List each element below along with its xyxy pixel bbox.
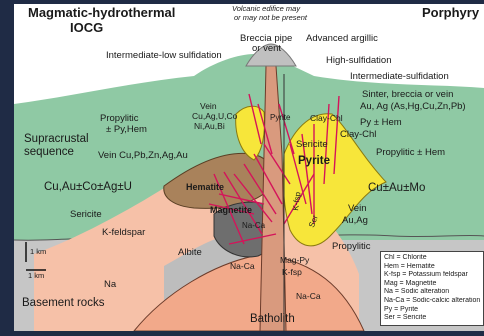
legend-item: Py = Pyrite — [384, 306, 480, 315]
label-pyrite-small: Pyrite — [270, 114, 290, 122]
label-sericite-left: Sericite — [70, 210, 102, 220]
label-propylitic-left-2: ± Py,Hem — [106, 125, 147, 135]
label-albite: Albite — [178, 248, 202, 258]
title-iocg-line2: IOCG — [70, 21, 103, 34]
label-na-ca-upper: Na-Ca — [242, 222, 265, 230]
geology-diagram: Magmatic-hydrothermal IOCG Porphyry Volc… — [14, 4, 484, 331]
label-kfsp-low: K-fsp — [282, 268, 302, 277]
label-pyrite-big: Pyrite — [298, 156, 330, 168]
label-na-low: Na — [104, 280, 116, 290]
label-na-ca-low: Na-Ca — [296, 292, 321, 301]
legend-item: Mag = Magnetite — [384, 280, 480, 289]
scale-label-vertical: 1 km — [30, 248, 46, 256]
label-propylitic-left: Propylitic — [100, 114, 139, 124]
label-propylitic-hem: Propylitic ± Hem — [376, 148, 445, 158]
label-sinter: Sinter, breccia or vein — [362, 90, 453, 100]
label-propylitic-low: Propylitic — [332, 242, 371, 252]
title-iocg-line1: Magmatic-hydrothermal — [28, 6, 175, 19]
label-kfeldspar: K-feldspar — [102, 228, 145, 238]
label-clay-chl-1: Clay-Chl — [310, 114, 343, 123]
label-intermediate-sulfidation: Intermediate-sulfidation — [350, 72, 449, 82]
label-vein-left: Vein — [200, 102, 217, 111]
label-sequence: sequence — [24, 147, 74, 159]
label-py-hem: Py ± Hem — [360, 118, 402, 128]
legend-item: Chl = Chlorite — [384, 254, 480, 263]
legend-item: K-fsp = Potassium feldspar — [384, 271, 480, 280]
label-clay-chl-2: Clay-Chl — [340, 130, 376, 140]
label-advanced-argillic: Advanced argillic — [306, 34, 378, 44]
scale-label-horizontal: 1 km — [28, 272, 44, 280]
label-magnetite: Magnetite — [210, 206, 252, 215]
legend-item: Na-Ca = Sodic-calcic alteration — [384, 297, 480, 306]
legend-item: Na = Sodic alteration — [384, 288, 480, 297]
label-intermediate-low: Intermediate-low sulfidation — [106, 51, 222, 61]
label-basement: Basement rocks — [22, 298, 104, 310]
legend-item: Ser = Sericite — [384, 314, 480, 323]
label-sericite-right: Sericite — [296, 140, 328, 150]
label-vein-left-metals2: Ni,Au,Bi — [194, 122, 225, 131]
label-vein-au-ag-metals: Au,Ag — [342, 216, 368, 226]
title-porphyry: Porphyry — [422, 6, 479, 19]
label-vein-au-ag: Vein — [348, 204, 367, 214]
label-sinter-metals: Au, Ag (As,Hg,Cu,Zn,Pb) — [360, 102, 466, 112]
label-hematite: Hematite — [186, 183, 224, 192]
label-na-ca-mid: Na-Ca — [230, 262, 255, 271]
label-vein-left-metals1: Cu,Ag,U,Co — [192, 112, 237, 121]
volcanic-note-line1: Volcanic edifice may — [232, 5, 300, 13]
legend-item: Hem = Hematite — [384, 263, 480, 272]
abbreviation-legend: Chl = Chlorite Hem = Hematite K-fsp = Po… — [380, 251, 484, 326]
label-breccia-vent: or vent — [252, 44, 281, 54]
label-cu-au-mo: Cu±Au±Mo — [368, 183, 425, 195]
label-batholith: Batholith — [250, 314, 295, 326]
label-vein-cu: Vein Cu,Pb,Zn,Ag,Au — [98, 151, 188, 161]
label-supracrustal: Supracrustal — [24, 134, 89, 146]
label-cu-au-left: Cu,Au±Co±Ag±U — [44, 182, 132, 194]
label-high-sulfidation: High-sulfidation — [326, 56, 391, 66]
label-mag-py: Mag-Py — [280, 256, 309, 265]
volcanic-note-line2: or may not be present — [234, 14, 307, 22]
